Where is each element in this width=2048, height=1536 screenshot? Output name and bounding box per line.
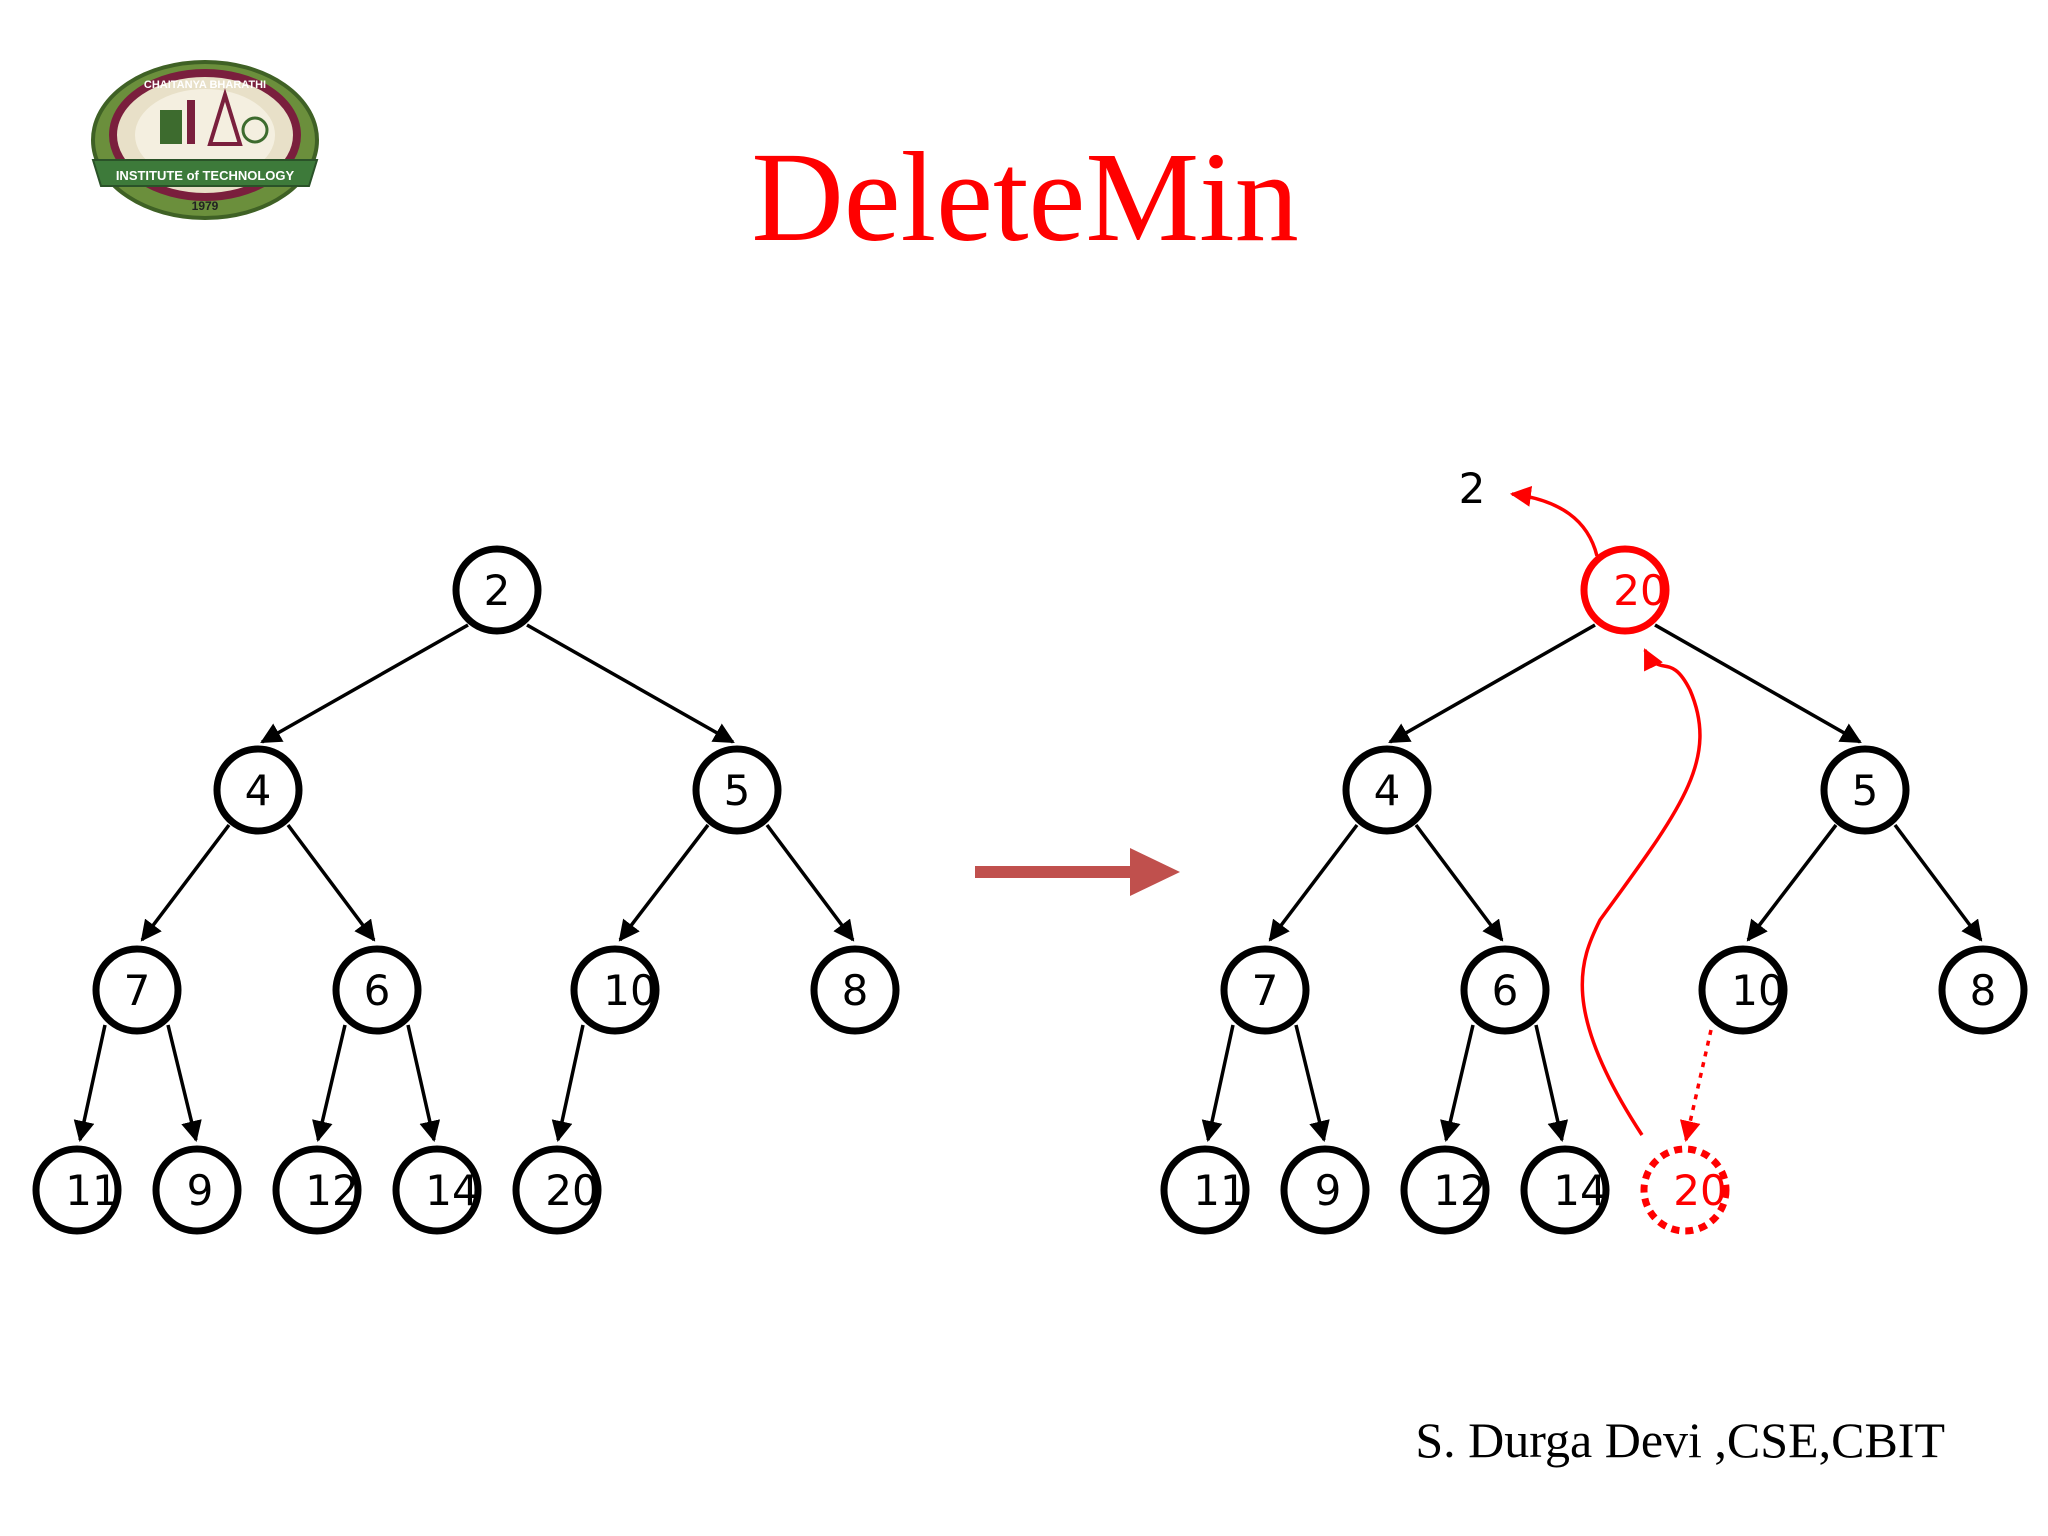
tree-node: 20: [512, 1145, 602, 1235]
node-label: 14: [1553, 1166, 1606, 1215]
edge: [406, 1024, 441, 1143]
node-label: 6: [364, 966, 391, 1015]
tree-node: 5: [1820, 745, 1910, 835]
edge: [73, 1024, 107, 1143]
node-label: 11: [65, 1166, 118, 1215]
edge: [286, 823, 376, 942]
tree-node-highlighted-root: 20: [1580, 545, 1670, 635]
left-heap-tree: 2 4 5 7 6 10 8 11 9 12 14 20: [32, 545, 900, 1235]
edge: [140, 823, 231, 942]
left-tree-edges: [73, 623, 855, 1143]
node-label: 6: [1492, 966, 1519, 1015]
tree-node: 4: [1342, 745, 1432, 835]
node-label: 12: [1433, 1166, 1486, 1215]
edge: [1534, 1024, 1569, 1143]
edge: [1440, 1024, 1475, 1143]
node-label: 9: [1315, 1166, 1342, 1215]
tree-node: 12: [272, 1145, 362, 1235]
tree-node: 7: [92, 945, 182, 1035]
slide-footer: S. Durga Devi ,CSE,CBIT: [1415, 1412, 1945, 1468]
edge: [1746, 823, 1838, 942]
tree-node: 12: [1400, 1145, 1490, 1235]
tree-node: 14: [392, 1145, 482, 1235]
tree-node: 11: [1160, 1145, 1250, 1235]
tree-node: 14: [1520, 1145, 1610, 1235]
institute-logo: INSTITUTE of TECHNOLOGY CHAITANYA BHARAT…: [91, 60, 319, 220]
edge: [1201, 1024, 1235, 1143]
node-label: 10: [1731, 966, 1784, 1015]
node-label: 20: [1673, 1166, 1726, 1215]
tree-node: 9: [1280, 1145, 1370, 1235]
tree-node: 2: [452, 545, 542, 635]
edge: [765, 823, 855, 942]
tree-node: 6: [1460, 945, 1550, 1035]
edge: [1388, 623, 1596, 744]
edge: [166, 1024, 202, 1143]
tree-node: 11: [32, 1145, 122, 1235]
removed-edge: [1679, 1029, 1713, 1143]
node-label: 9: [187, 1166, 214, 1215]
logo-top-text: CHAITANYA BHARATHI: [144, 79, 266, 91]
logo-band-text: INSTITUTE of TECHNOLOGY: [116, 168, 295, 183]
node-label: 8: [1970, 966, 1997, 1015]
node-label: 10: [603, 966, 656, 1015]
edge: [551, 1024, 585, 1143]
slide-title: DeleteMin: [751, 126, 1298, 268]
tree-node: 5: [692, 745, 782, 835]
tree-node-dashed-removed: 20: [1640, 1145, 1730, 1235]
node-label: 4: [245, 766, 272, 815]
node-label: 14: [425, 1166, 478, 1215]
transition-arrow-icon: [975, 848, 1180, 896]
node-label: 2: [484, 566, 511, 615]
right-tree-edges: [1201, 623, 1983, 1143]
edge: [1893, 823, 1983, 942]
node-label: 11: [1193, 1166, 1246, 1215]
tree-node: 4: [213, 745, 303, 835]
move-to-root-arrow: [1580, 648, 1702, 1136]
edge: [618, 823, 710, 942]
logo-emblem-icon: [160, 88, 269, 146]
remove-min-arrow: [1509, 485, 1599, 557]
node-label: 20: [545, 1166, 598, 1215]
edge: [526, 623, 735, 744]
edge: [1654, 623, 1862, 744]
tree-node: 6: [332, 945, 422, 1035]
node-label: 4: [1374, 766, 1401, 815]
node-label: 7: [1252, 966, 1279, 1015]
tree-node: 7: [1220, 945, 1310, 1035]
edge: [1414, 823, 1504, 942]
tree-node: 10: [570, 945, 660, 1035]
logo-year: 1979: [192, 199, 219, 213]
tree-node: 8: [1938, 945, 2028, 1035]
edge: [1268, 823, 1359, 942]
edge: [1294, 1024, 1330, 1143]
edge: [312, 1024, 347, 1143]
tree-node: 8: [810, 945, 900, 1035]
tree-node: 9: [152, 1145, 242, 1235]
node-label: 7: [124, 966, 151, 1015]
tree-node: 10: [1698, 945, 1788, 1035]
node-label: 5: [1852, 766, 1879, 815]
node-label: 12: [305, 1166, 358, 1215]
edge: [260, 623, 469, 744]
node-label: 20: [1613, 566, 1666, 615]
removed-min-value: 2: [1459, 464, 1486, 513]
right-heap-tree: 2 20 4 5 7 6 10 8 11 9 12 14 20: [1160, 464, 2028, 1235]
node-label: 8: [842, 966, 869, 1015]
node-label: 5: [724, 766, 751, 815]
